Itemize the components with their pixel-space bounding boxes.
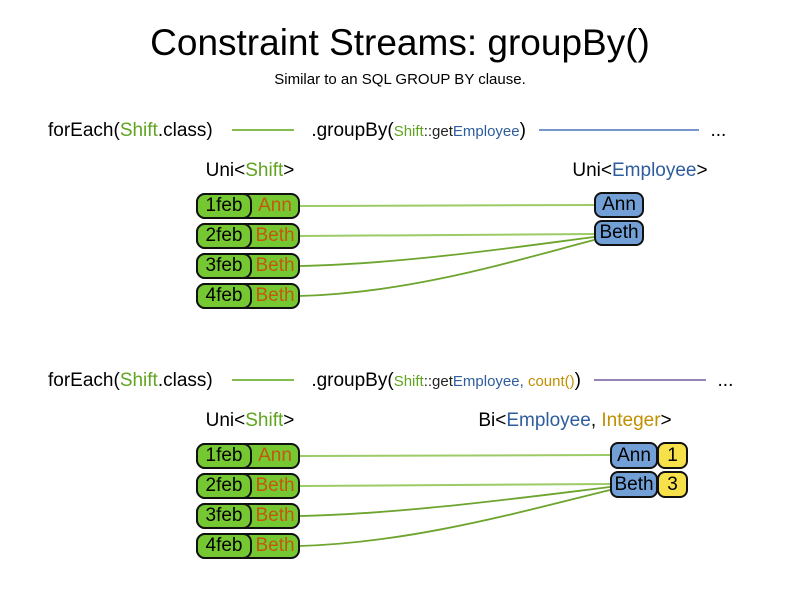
uni-shift-pre: Uni< xyxy=(205,410,246,431)
shift-date: 3feb xyxy=(196,253,252,279)
shift-row: 2feb Beth xyxy=(196,223,300,249)
uni-shift-label-1: Uni<Shift> xyxy=(150,160,350,182)
bi-separator: , xyxy=(590,410,602,431)
uni-shift-pre: Uni< xyxy=(205,160,246,181)
shift-date: 1feb xyxy=(196,193,252,219)
groupby-keyword: .groupBy( xyxy=(311,370,394,391)
groupby-arg-type: Employee xyxy=(452,123,520,140)
shift-date: 4feb xyxy=(196,283,252,309)
group-employee: Beth xyxy=(610,471,658,498)
groupby-arg-class: Shift xyxy=(393,373,424,390)
shift-date: 3feb xyxy=(196,503,252,529)
employee-box-ann: Ann xyxy=(594,192,644,218)
shift-table-2: 1feb Ann 2feb Beth 3feb Beth 4feb Beth xyxy=(196,443,300,563)
code-line-1: forEach(Shift.class) .groupBy(Shift::get… xyxy=(48,118,726,144)
group-box-beth: Beth 3 xyxy=(610,471,688,498)
shift-date: 4feb xyxy=(196,533,252,559)
shift-row: 2feb Beth xyxy=(196,473,300,499)
shift-row: 4feb Beth xyxy=(196,283,300,309)
shift-row: 1feb Ann xyxy=(196,443,300,469)
bi-employee-integer-label: Bi<Employee, Integer> xyxy=(445,410,705,432)
uni-employee-type: Employee xyxy=(612,160,697,181)
shift-employee: Beth xyxy=(255,255,295,276)
uni-shift-type: Shift xyxy=(245,410,284,431)
foreach-keyword: forEach( xyxy=(48,370,120,391)
groupby-arg-type: Employee xyxy=(452,373,520,390)
groupby-arg-accessor: ::get xyxy=(423,373,453,390)
connector-d1-1feb-ann xyxy=(298,204,595,207)
group-count: 3 xyxy=(657,471,688,498)
shift-employee: Ann xyxy=(258,445,292,466)
shift-row: 3feb Beth xyxy=(196,253,300,279)
shift-table-1: 1feb Ann 2feb Beth 3feb Beth 4feb Beth xyxy=(196,193,300,313)
uni-employee-label: Uni<Employee> xyxy=(520,160,760,182)
groupby-arg-class: Shift xyxy=(393,123,424,140)
connector-d2-2feb-beth xyxy=(298,483,611,487)
uni-shift-type: Shift xyxy=(245,160,284,181)
stream-line-green-1 xyxy=(232,129,295,131)
bi-pre: Bi< xyxy=(478,410,507,431)
stream-line-green-2 xyxy=(232,379,295,381)
groupby-arg-accessor: ::get xyxy=(423,123,453,140)
groupby-close: ) xyxy=(574,370,581,391)
stream-line-purple xyxy=(594,379,707,381)
connector-d1-3feb-beth xyxy=(298,236,595,267)
groupby-keyword: .groupBy( xyxy=(311,120,394,141)
groupby-arg-separator: , xyxy=(519,373,524,390)
shift-employee: Beth xyxy=(255,475,295,496)
connector-d2-4feb-beth xyxy=(298,489,611,547)
uni-employee-post: > xyxy=(696,160,708,181)
shift-employee: Ann xyxy=(258,195,292,216)
bi-post: > xyxy=(660,410,672,431)
bi-type-employee: Employee xyxy=(506,410,591,431)
page-subtitle: Similar to an SQL GROUP BY clause. xyxy=(274,71,526,88)
shift-row: 1feb Ann xyxy=(196,193,300,219)
group-employee: Ann xyxy=(610,442,658,469)
stream-line-blue xyxy=(539,129,700,131)
bi-type-integer: Integer xyxy=(601,410,661,431)
connector-d2-1feb-ann xyxy=(298,454,611,457)
shift-employee: Beth xyxy=(255,535,295,556)
code-line-2: forEach(Shift.class) .groupBy(Shift::get… xyxy=(48,368,733,394)
page-title: Constraint Streams: groupBy() xyxy=(150,22,650,63)
groupby-arg-count: count() xyxy=(527,373,575,390)
foreach-close: .class) xyxy=(157,120,213,141)
uni-employee-pre: Uni< xyxy=(572,160,612,181)
foreach-keyword: forEach( xyxy=(48,120,120,141)
shift-row: 3feb Beth xyxy=(196,503,300,529)
connector-d2-3feb-beth xyxy=(298,486,611,517)
shift-date: 2feb xyxy=(196,473,252,499)
ellipsis-1: ... xyxy=(710,120,727,141)
foreach-arg-shift: Shift xyxy=(119,120,158,141)
ellipsis-2: ... xyxy=(717,370,734,391)
groupby-close: ) xyxy=(519,120,526,141)
employee-box-beth: Beth xyxy=(594,220,644,246)
uni-shift-post: > xyxy=(283,160,295,181)
shift-date: 1feb xyxy=(196,443,252,469)
foreach-arg-shift: Shift xyxy=(119,370,158,391)
shift-date: 2feb xyxy=(196,223,252,249)
group-box-ann: Ann 1 xyxy=(610,442,688,469)
connector-d1-2feb-beth xyxy=(298,233,595,237)
uni-shift-post: > xyxy=(283,410,295,431)
shift-employee: Beth xyxy=(255,225,295,246)
connector-d1-4feb-beth xyxy=(298,239,595,297)
group-count: 1 xyxy=(657,442,688,469)
shift-employee: Beth xyxy=(255,505,295,526)
uni-shift-label-2: Uni<Shift> xyxy=(150,410,350,432)
foreach-close: .class) xyxy=(157,370,213,391)
shift-employee: Beth xyxy=(255,285,295,306)
shift-row: 4feb Beth xyxy=(196,533,300,559)
